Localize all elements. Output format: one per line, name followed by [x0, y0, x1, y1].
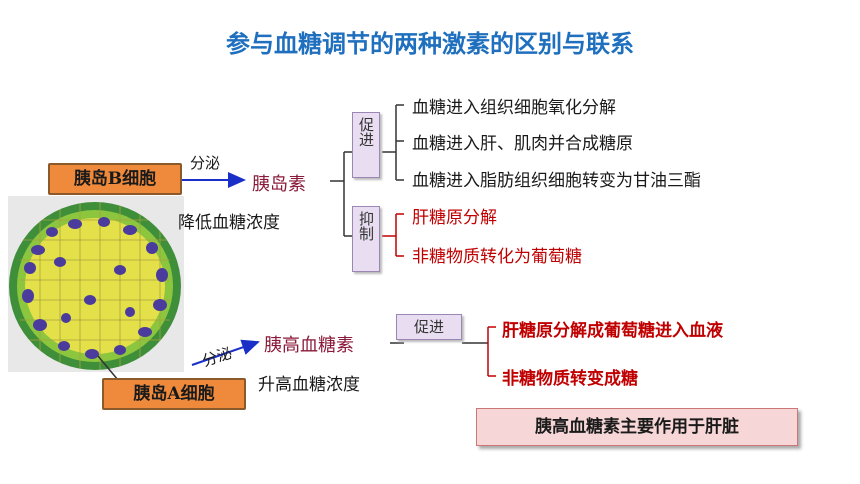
- page-title: 参与血糖调节的两种激素的区别与联系: [226, 30, 634, 58]
- insulin-inhibit-tag: 抑制: [352, 206, 380, 272]
- insulin-promote-item-1: 血糖进入组织细胞氧化分解: [412, 98, 616, 118]
- glucagon-effect: 升高血糖浓度: [258, 375, 360, 395]
- insulin-inhibit-item-2: 非糖物质转化为葡萄糖: [412, 247, 582, 267]
- a-cell-box: 胰岛A细胞: [102, 378, 246, 410]
- insulin-effect: 降低血糖浓度: [178, 213, 280, 233]
- b-cell-secrete-label: 分泌: [190, 154, 221, 172]
- pancreatic-islet-illustration: [8, 196, 184, 372]
- glucagon-label: 胰高血糖素: [264, 335, 354, 356]
- glucagon-promote-item-1: 肝糖原分解成葡萄糖进入血液: [502, 321, 723, 341]
- insulin-label: 胰岛素: [252, 174, 306, 195]
- insulin-promote-item-3: 血糖进入脂肪组织细胞转变为甘油三酯: [412, 171, 701, 191]
- glucagon-promote-tag: 促进: [396, 314, 462, 340]
- insulin-promote-item-2: 血糖进入肝、肌肉并合成糖原: [412, 134, 633, 154]
- insulin-promote-tag: 促进: [352, 112, 380, 178]
- glucagon-promote-item-2: 非糖物质转变成糖: [502, 369, 638, 389]
- insulin-inhibit-item-1: 肝糖原分解: [412, 208, 497, 228]
- note-box: 胰高血糖素主要作用于肝脏: [476, 408, 798, 446]
- b-cell-box: 胰岛B细胞: [48, 163, 182, 195]
